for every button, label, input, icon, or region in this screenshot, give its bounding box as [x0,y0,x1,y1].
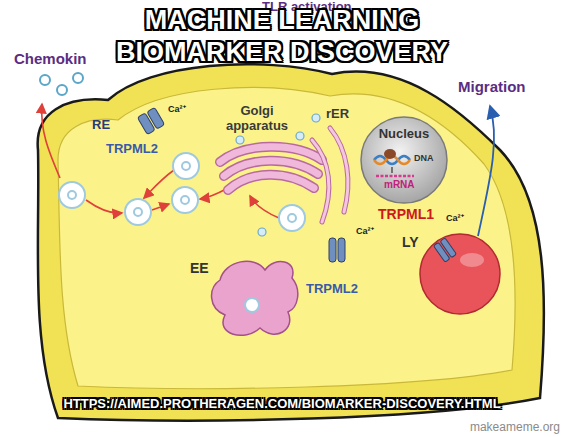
part-label: mRNA [384,179,415,191]
annotation-label: Chemokin [14,50,87,67]
mrna-strand [376,175,414,178]
lysosome-circle [420,234,500,314]
meme-caption: HTTPS://AIMED.PROTHERAGEN.COM/BIOMARKER-… [63,396,500,411]
vesicle [245,298,259,312]
channel-label: TRPML2 [106,142,158,157]
ion-label: Ca²⁺ [446,213,464,223]
nucleus-node: NucleusDNA mRNA [360,116,448,204]
node-title: Nucleus [379,127,430,142]
node-title: LY [402,234,419,250]
node-title: EE [190,260,209,276]
meme-title: MACHINE LEARNING BIOMARKER DISCOVERY [82,4,482,68]
watermark: makeameme.org [470,421,560,435]
channel-label: TRPML1 [378,206,434,222]
ion-label: Ca²⁺ [356,226,374,236]
highlight [460,253,484,267]
nucleus-circle [361,117,447,203]
trpml1-channel [434,238,457,262]
shape-part [440,238,456,258]
organelle-label: RE [92,118,110,133]
ion-label: Ca²⁺ [168,104,186,114]
endosome-shape [212,261,298,335]
part-label: DNA [414,153,434,163]
annotation-label: Migration [458,78,526,95]
channel-label: TRPML2 [306,282,358,297]
endosome-node: EE [180,250,320,340]
lysosome-node: LY [398,226,502,316]
organelle-label: rER [326,107,349,122]
polymerase-blob [384,149,396,159]
organelle-label: Golgi apparatus [218,104,296,134]
transcription-arrow [391,167,392,173]
